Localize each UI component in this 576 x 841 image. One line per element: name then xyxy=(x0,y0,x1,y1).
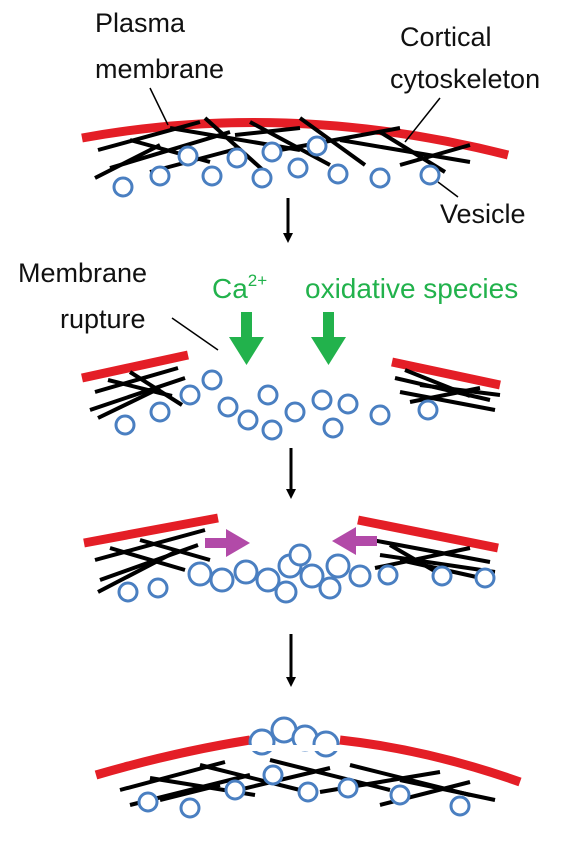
vesicle xyxy=(201,165,223,187)
stage-intact: Plasma membrane Cortical cytoskeleton Ve… xyxy=(81,8,540,229)
vesicles xyxy=(112,135,441,198)
repair-arrow-left xyxy=(205,529,250,557)
vesicle xyxy=(337,393,359,415)
vesicle xyxy=(251,167,273,189)
stage-rupture: Membrane rupture Ca2+ oxidative species xyxy=(18,258,518,441)
plasma-leader-line xyxy=(149,87,169,126)
vesicle xyxy=(389,784,411,806)
vesicle xyxy=(284,401,306,423)
vesicle xyxy=(377,564,399,586)
membrane-left xyxy=(94,735,251,780)
vesicle xyxy=(306,135,328,157)
vesicle xyxy=(237,409,259,431)
vesicle-leader-line xyxy=(437,181,459,198)
cortical-leader-line xyxy=(404,97,441,143)
rupture-leader-line xyxy=(171,317,219,351)
vesicle xyxy=(261,141,283,163)
vesicle xyxy=(449,795,471,817)
vesicle xyxy=(474,567,496,589)
vesicle xyxy=(117,581,139,603)
vesicle xyxy=(149,401,171,423)
plasma-label-line2: membrane xyxy=(95,54,224,84)
stage-vesicle-fusion xyxy=(83,513,499,604)
vesicle xyxy=(257,384,279,406)
membrane-fragment-right xyxy=(391,357,501,390)
fused-vesicle-cluster xyxy=(187,543,372,604)
vesicles xyxy=(117,564,496,603)
vesicles xyxy=(137,764,471,819)
cortical-cytoskeleton-left xyxy=(89,366,186,420)
oxidative-species-label: oxidative species xyxy=(305,273,518,304)
oxidative-influx-arrow xyxy=(311,312,346,365)
vesicle xyxy=(226,147,248,169)
vesicle xyxy=(311,389,333,411)
vesicle xyxy=(369,404,391,426)
calcium-influx-arrow xyxy=(229,312,264,365)
vesicle xyxy=(224,779,246,801)
cortical-cytoskeleton-left xyxy=(94,528,211,594)
vesicle xyxy=(114,414,136,436)
vesicle xyxy=(147,577,169,599)
vesicle xyxy=(287,157,309,179)
vesicle xyxy=(419,164,441,186)
vesicle xyxy=(369,167,391,189)
vesicle xyxy=(179,797,201,819)
calcium-label: Ca2+ xyxy=(212,271,267,304)
vesicle xyxy=(179,384,201,406)
membrane-fragment-left xyxy=(81,350,189,383)
vesicle-label: Vesicle xyxy=(440,199,526,229)
vesicles xyxy=(114,369,439,441)
vesicle xyxy=(201,369,223,391)
rupture-label-line1: Membrane xyxy=(18,258,147,288)
vesicle xyxy=(431,565,453,587)
vesicle xyxy=(137,791,159,813)
vesicle xyxy=(261,419,283,441)
membrane-patch xyxy=(248,716,340,758)
stage-repaired xyxy=(94,716,522,819)
vesicle xyxy=(322,417,344,439)
vesicle xyxy=(262,764,284,786)
vesicle xyxy=(337,777,359,799)
vesicle xyxy=(177,145,199,167)
vesicle xyxy=(327,163,349,185)
cortical-cytoskeleton-right xyxy=(394,368,501,412)
membrane-fragment-right xyxy=(357,515,499,553)
vesicle xyxy=(149,165,171,187)
membrane-right xyxy=(339,735,522,787)
membrane-fragment-left xyxy=(83,513,219,548)
cortical-label-line1: Cortical xyxy=(400,22,492,52)
vesicle xyxy=(217,396,239,418)
plasma-label-line1: Plasma xyxy=(95,8,186,38)
vesicle xyxy=(112,176,134,198)
plasma-membrane xyxy=(81,118,510,160)
repair-arrow-right xyxy=(332,527,377,555)
cortical-label-line2: cytoskeleton xyxy=(390,64,540,94)
rupture-label-line2: rupture xyxy=(60,304,146,334)
vesicle xyxy=(297,781,319,803)
vesicle xyxy=(417,399,439,421)
